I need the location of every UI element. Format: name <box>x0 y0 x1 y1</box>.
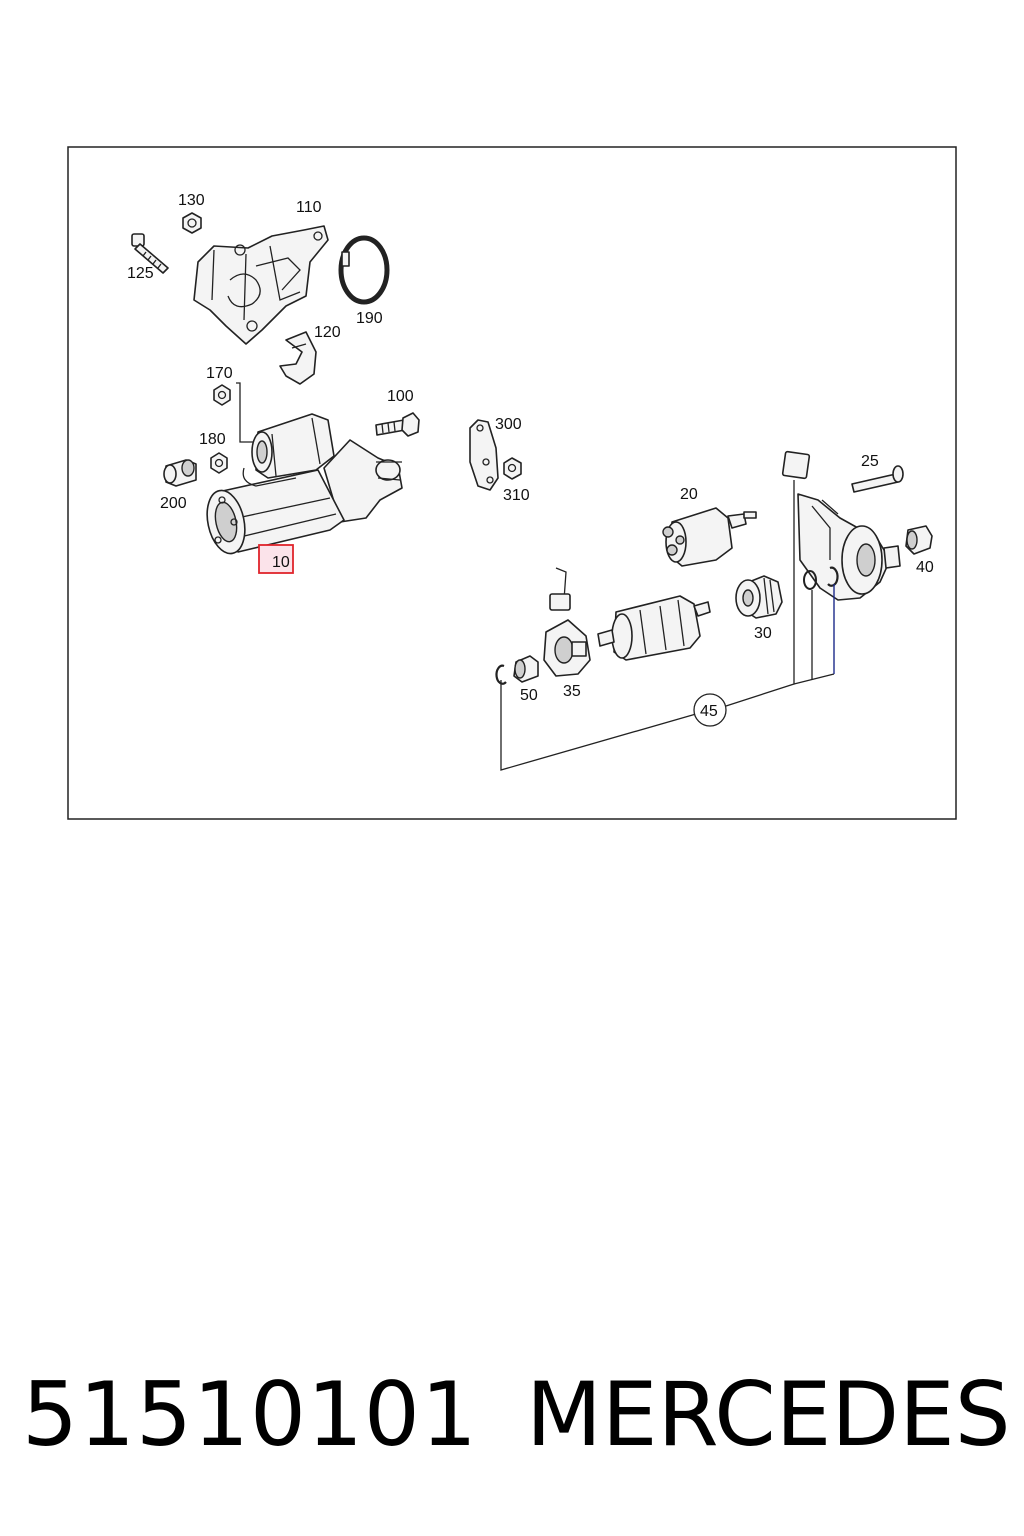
part-125-bolt <box>131 233 169 274</box>
part-25-bolt <box>851 465 904 493</box>
part-130-nut <box>182 212 202 234</box>
callout-25: 25 <box>861 453 879 470</box>
callout-100: 100 <box>387 388 414 405</box>
part-50-bushing <box>513 655 539 683</box>
callout-45: 45 <box>700 703 718 720</box>
part-310-nut <box>503 457 522 480</box>
callout-300: 300 <box>495 416 522 433</box>
callout-200: 200 <box>160 495 187 512</box>
diagram-frame <box>67 146 957 820</box>
callout-120: 120 <box>314 324 341 341</box>
part-45-snap-ring <box>495 664 507 685</box>
part-110-bracket <box>193 225 329 345</box>
part-20-solenoid-switch <box>662 507 757 567</box>
part-washers <box>803 566 839 590</box>
callout-125: 125 <box>127 265 154 282</box>
parts-diagram: 130 110 125 190 120 170 100 180 200 300 … <box>67 146 957 820</box>
drive-end-housing <box>781 450 901 601</box>
callout-50: 50 <box>520 687 538 704</box>
callout-45-leaders <box>500 480 835 771</box>
highlight-box-10 <box>258 544 294 574</box>
callout-190: 190 <box>356 310 383 327</box>
part-10-starter-motor <box>206 413 403 555</box>
footer-caption: 51510101 MERCEDES <box>0 1360 1024 1470</box>
part-180-nut <box>210 452 228 474</box>
callout-310: 310 <box>503 487 530 504</box>
part-300-gasket <box>469 419 499 491</box>
part-170-nut <box>213 382 256 443</box>
part-120-clip <box>279 331 317 385</box>
part-100-bolt <box>375 412 420 437</box>
callout-180: 180 <box>199 431 226 448</box>
callout-45-circle <box>693 693 727 727</box>
callout-10: 10 <box>272 554 290 571</box>
part-40-bushing <box>905 525 933 555</box>
callout-170: 170 <box>206 365 233 382</box>
callout-130: 130 <box>178 192 205 209</box>
part-number: 51510101 <box>22 1363 478 1466</box>
part-190-clamp-ring <box>338 235 390 305</box>
part-35-brush-holder <box>543 567 591 677</box>
callout-20: 20 <box>680 486 698 503</box>
part-200-bushing <box>163 459 197 487</box>
part-30-pinion-gear <box>735 575 783 619</box>
part-armature <box>597 595 711 661</box>
brand-name: MERCEDES <box>526 1363 1011 1466</box>
callout-35: 35 <box>563 683 581 700</box>
callout-30: 30 <box>754 625 772 642</box>
callout-110: 110 <box>296 199 322 216</box>
callout-40: 40 <box>916 559 934 576</box>
